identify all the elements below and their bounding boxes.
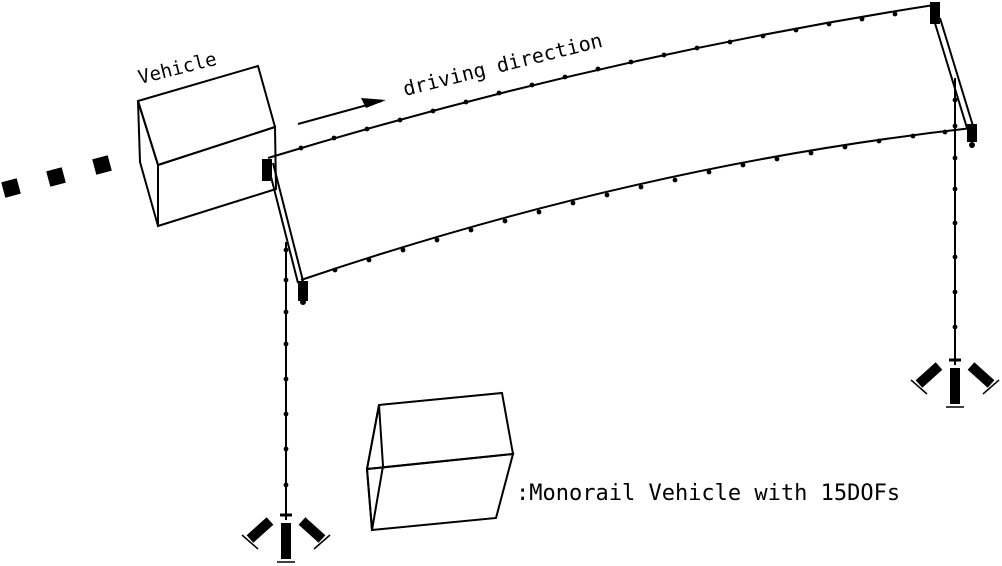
driving-direction-label: driving direction xyxy=(400,28,604,101)
spring-bearing-icon xyxy=(930,2,977,148)
legend-vehicle-box xyxy=(365,391,515,532)
fixed-support-icon xyxy=(911,360,999,407)
ellipsis-dots-icon xyxy=(1,155,112,198)
legend-label: :Monorail Vehicle with 15DOFs xyxy=(516,481,900,506)
vehicle-box xyxy=(136,64,278,228)
arrow-right-icon xyxy=(297,98,386,125)
upper-girder xyxy=(267,4,935,159)
right-pier xyxy=(911,2,999,407)
fixed-support-icon xyxy=(242,515,330,562)
left-pier xyxy=(242,159,330,562)
vehicle-label: Vehicle xyxy=(136,48,219,89)
lower-girder xyxy=(300,127,973,281)
spring-bearing-icon xyxy=(262,159,308,305)
